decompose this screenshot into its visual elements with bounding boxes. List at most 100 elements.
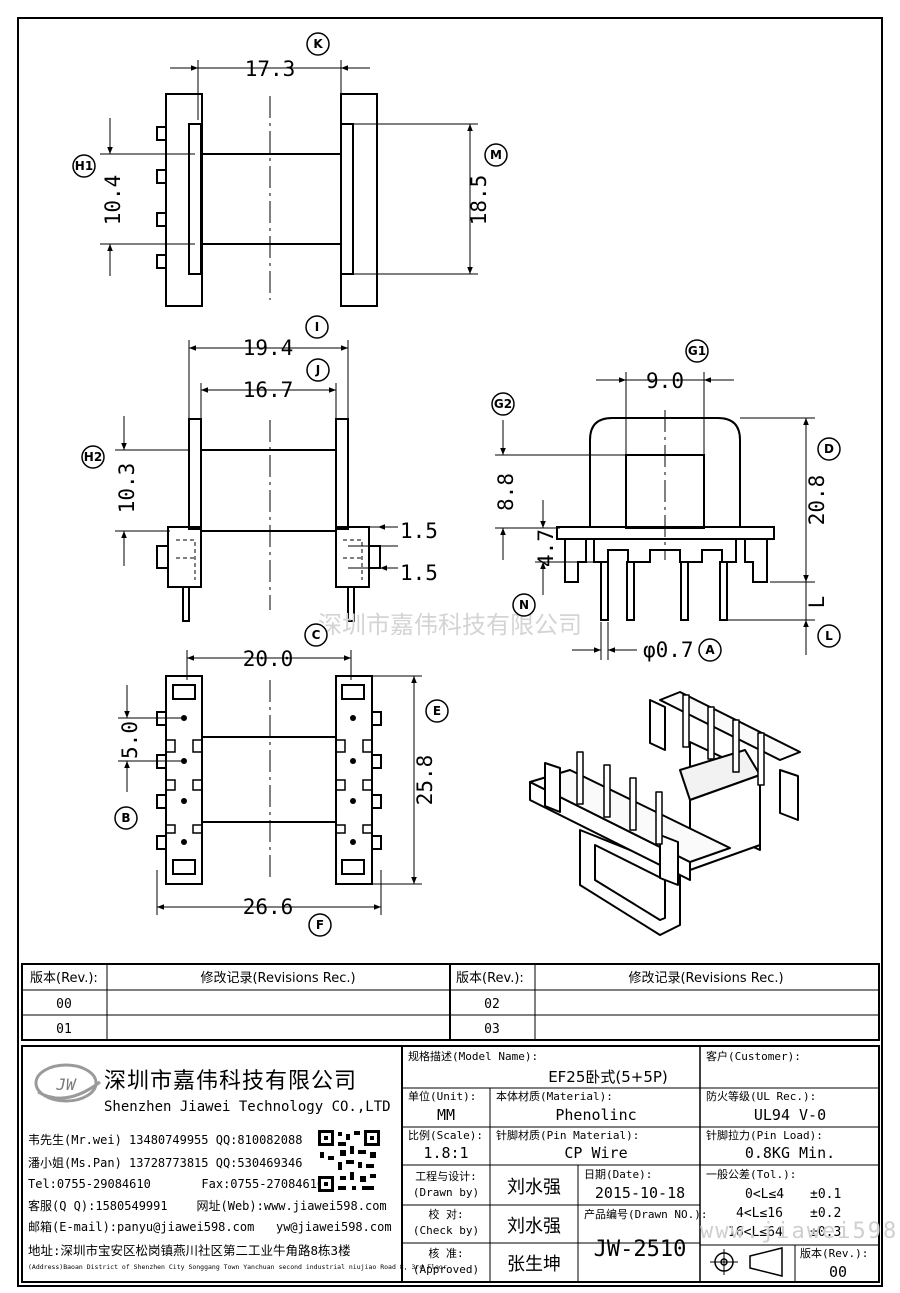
dim-j-value: 16.7 [243, 378, 294, 402]
dim-k-value: 17.3 [245, 57, 296, 81]
label-b: B [121, 811, 130, 825]
contact-line-4: 客服(Q Q):1580549991 网址(Web):www.jiawei598… [28, 1198, 387, 1213]
tol-range-3: 16<L≤64 [728, 1225, 783, 1240]
tol-label: 一般公差(Tol.): [706, 1167, 796, 1181]
sheet-border [17, 17, 883, 1287]
qr-code [318, 1130, 380, 1192]
material-label: 本体材质(Material): [496, 1089, 613, 1103]
isometric-view [529, 691, 801, 936]
tol-value-3: ±0.3 [810, 1225, 841, 1240]
ul-label: 防火等级(UL Rec.): [706, 1089, 816, 1103]
scale-value: 1.8:1 [423, 1144, 468, 1162]
drawn-by-value: 刘水强 [507, 1177, 561, 1198]
pin-load-value: 0.8KG Min. [745, 1144, 835, 1162]
label-c: C [312, 628, 321, 642]
pin-material-label: 针脚材质(Pin Material): [496, 1128, 639, 1142]
rec-col-left: 修改记录(Revisions Rec.) [200, 971, 355, 986]
date-label: 日期(Date): [584, 1168, 652, 1181]
dim-m-value: 18.5 [467, 175, 491, 226]
check-label: 校 对: [428, 1207, 463, 1221]
bottom-view-holes [181, 715, 356, 845]
label-h1: H1 [75, 159, 93, 173]
drawn-label: 工程与设计: [415, 1170, 477, 1183]
side-view [495, 372, 815, 660]
rev-value: 00 [829, 1263, 847, 1281]
dim-slot2-value: 1.5 [400, 561, 438, 585]
top-view [100, 60, 478, 307]
circle-labels [72, 32, 841, 937]
company-name-en: Shenzhen Jiawei Technology CO.,LTD [104, 1099, 391, 1115]
dim-f-value: 26.6 [243, 895, 294, 919]
contact-line-3: Tel:0755-29084610 Fax:0755-27084610 [28, 1177, 324, 1191]
dim-e-value: 25.8 [413, 755, 437, 806]
pin-material-value: CP Wire [564, 1144, 627, 1162]
dim-g2-value: 8.8 [494, 473, 518, 511]
contact-line-5: 邮箱(E-mail):panyu@jiawei598.com yw@jiawei… [28, 1219, 392, 1234]
drawn-label-en: (Drawn by) [413, 1186, 479, 1199]
label-d: D [824, 442, 834, 456]
check-by-value: 刘水强 [507, 1216, 561, 1237]
svg-text:JW: JW [55, 1075, 77, 1094]
tol-value-2: ±0.2 [810, 1206, 841, 1221]
label-h2: H2 [84, 450, 102, 464]
dim-h1-value: 10.4 [101, 175, 125, 226]
drawn-no-value: JW-2510 [594, 1237, 687, 1262]
unit-value: MM [437, 1106, 455, 1124]
label-e: E [433, 704, 441, 718]
label-l: L [825, 629, 833, 643]
rev-row2-left: 01 [56, 1022, 72, 1037]
unit-label: 单位(Unit): [408, 1089, 476, 1103]
company-name-cn: 深圳市嘉伟科技有限公司 [104, 1069, 357, 1094]
dim-b-value: 5.0 [118, 721, 142, 759]
dim-a-value: φ0.7 [643, 638, 694, 662]
approved-by-value: 张生坤 [507, 1254, 561, 1275]
label-m: M [490, 148, 502, 162]
bottom-view [118, 650, 422, 915]
dim-h2-value: 10.3 [115, 463, 139, 514]
projection-symbol [710, 1247, 783, 1277]
address-cn: 地址:深圳市宝安区松岗镇燕川社区第二工业牛角路8栋3楼 [28, 1243, 351, 1258]
approve-label-en: (Approved) [413, 1263, 479, 1276]
rev-label: 版本(Rev.): [800, 1246, 868, 1260]
revision-table [21, 963, 880, 1041]
approve-label: 核 准: [428, 1246, 463, 1260]
customer-label: 客户(Customer): [706, 1049, 801, 1063]
model-value: EF25卧式(5+5P) [548, 1068, 668, 1086]
label-f: F [316, 918, 324, 932]
pin-load-label: 针脚拉力(Pin Load): [706, 1128, 823, 1142]
rec-col-right: 修改记录(Revisions Rec.) [628, 971, 783, 986]
model-label: 规格描述(Model Name): [408, 1049, 538, 1063]
label-j: J [315, 363, 320, 377]
dim-c-value: 20.0 [243, 647, 294, 671]
drawn-no-label: 产品编号(Drawn NO.): [584, 1207, 707, 1221]
address-en: (Address)Baoan District of Shenzhen City… [28, 1263, 447, 1271]
tol-range-1: 0<L≤4 [745, 1187, 784, 1202]
dim-g1-value: 9.0 [646, 369, 684, 393]
material-value: Phenolinc [555, 1106, 636, 1124]
label-g2: G2 [494, 397, 512, 411]
dim-l-value: L [805, 596, 829, 609]
web-watermark: www.jiawei598.com [700, 1219, 900, 1244]
label-a: A [705, 643, 715, 657]
label-n: N [519, 598, 529, 612]
tol-value-1: ±0.1 [810, 1187, 841, 1202]
contact-line-1: 韦先生(Mr.wei) 13480749955 QQ:810082088 [28, 1133, 302, 1147]
label-k: K [313, 37, 323, 51]
date-value: 2015-10-18 [595, 1184, 685, 1202]
rev-col-left: 版本(Rev.): [30, 971, 98, 986]
company-logo: JW [34, 1063, 101, 1103]
dim-n-value: 4.7 [534, 529, 558, 567]
dim-d-value: 20.8 [805, 475, 829, 526]
rev-row1-left: 00 [56, 997, 72, 1012]
check-label-en: (Check by) [413, 1224, 479, 1237]
dim-i-value: 19.4 [243, 336, 294, 360]
front-view [115, 340, 398, 622]
rev-row1-right: 02 [484, 997, 500, 1012]
ul-value: UL94 V-0 [754, 1106, 826, 1124]
watermark-company: 深圳市嘉伟科技有限公司 [318, 611, 582, 639]
scale-label: 比例(Scale): [408, 1128, 483, 1142]
rev-col-right: 版本(Rev.): [456, 971, 524, 986]
label-i: I [315, 320, 319, 334]
label-g1: G1 [688, 344, 706, 358]
